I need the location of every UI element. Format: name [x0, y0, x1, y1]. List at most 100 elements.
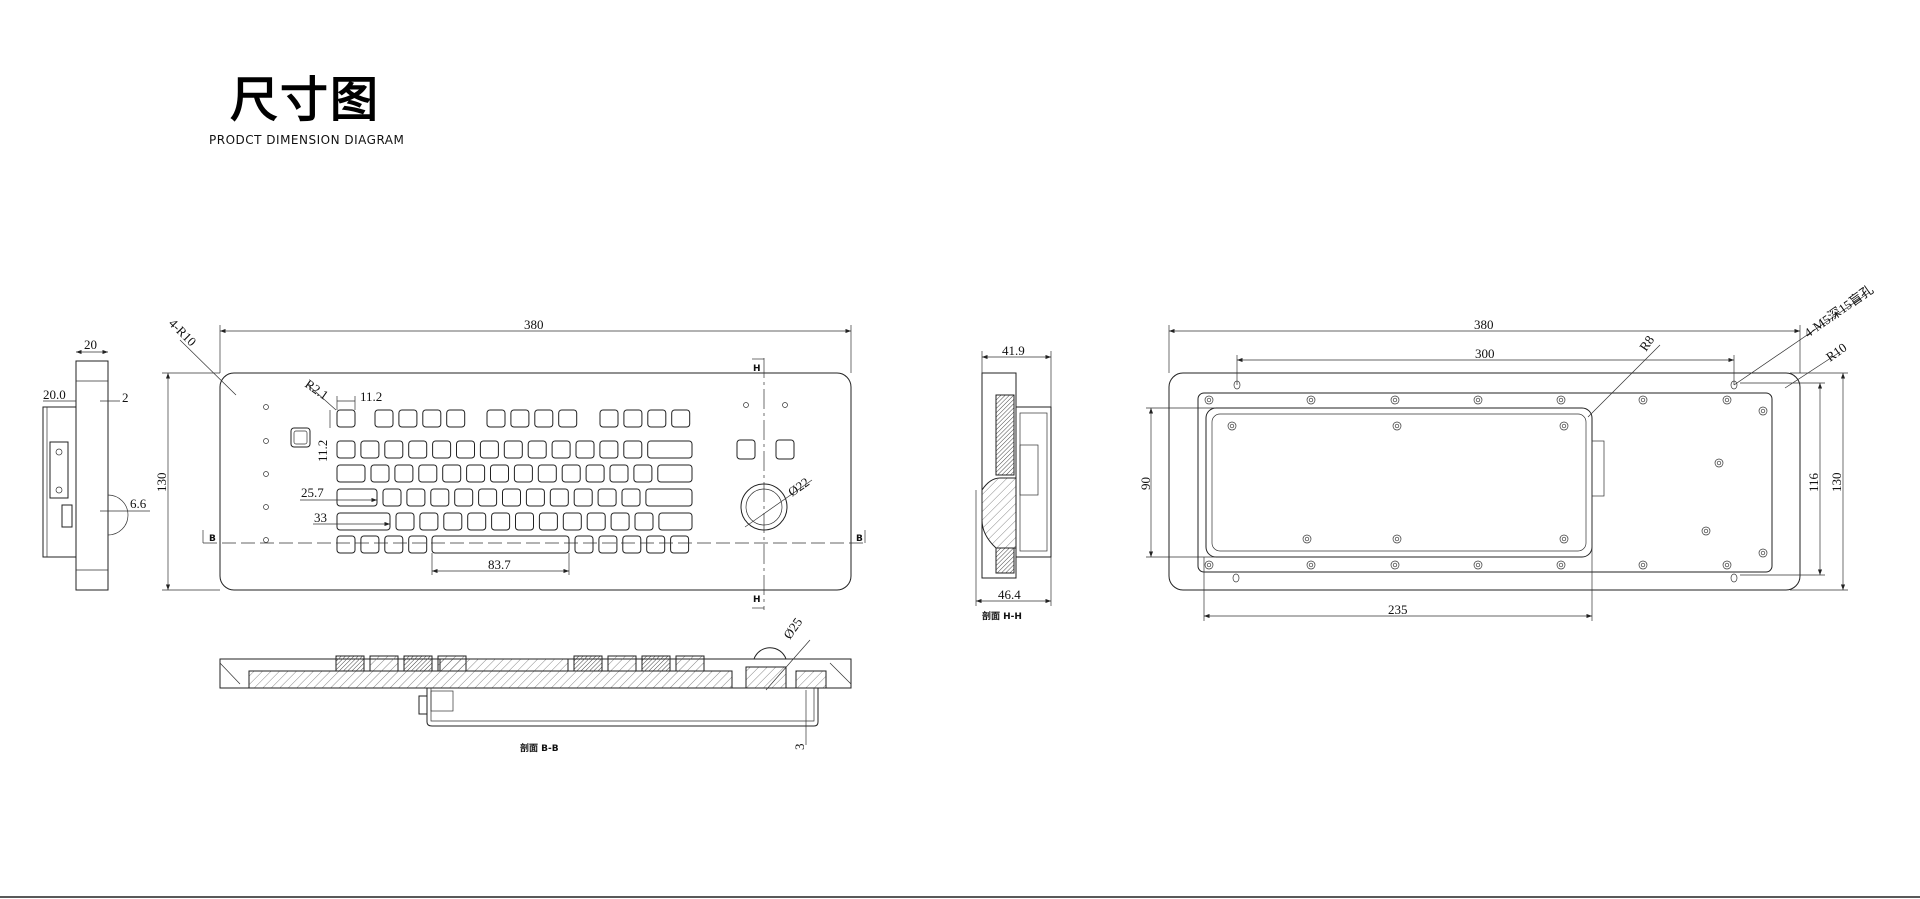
key	[671, 409, 691, 428]
key	[599, 409, 619, 428]
page-title: 尺寸图	[230, 72, 381, 128]
hole	[263, 471, 269, 477]
hh-section-label: 剖面 H-H	[982, 610, 1022, 622]
recess-width-label: 235	[1388, 602, 1408, 617]
screw	[1638, 395, 1648, 405]
key	[478, 488, 498, 507]
recess-radius-label: R8	[1636, 333, 1657, 354]
hole	[263, 504, 269, 510]
front-view: 380 130 4-R10 H H B B R2.1 11.2 11.	[154, 316, 866, 610]
side-offset-label: 2	[122, 390, 129, 405]
key	[454, 488, 474, 507]
key	[486, 409, 506, 428]
key	[670, 535, 690, 554]
section-b-marker-left: B	[209, 534, 216, 544]
section-b-b: Ø25 3 剖面 B-B	[219, 615, 852, 754]
key	[599, 440, 619, 459]
screw	[1204, 395, 1214, 405]
hole	[743, 402, 749, 408]
plate-height-label: 116	[1806, 472, 1821, 492]
key	[534, 409, 554, 428]
side-width-top-label: 20	[84, 337, 97, 352]
key	[479, 440, 499, 459]
screw	[1556, 395, 1566, 405]
screw	[1392, 421, 1402, 431]
key	[336, 440, 356, 459]
screw	[1714, 458, 1724, 468]
key	[430, 488, 450, 507]
hh-bottom-depth-label: 46.4	[998, 587, 1021, 602]
back-view: 380 300 235 90 116 130 R8 4-M5深15盲孔 R10	[1138, 282, 1876, 621]
section-b-marker-right: B	[856, 534, 863, 544]
key-height-label: 11.2	[315, 440, 330, 462]
screw	[1392, 534, 1402, 544]
side-view: 20 20.0 2 6.6	[42, 337, 150, 591]
side-width-left-label: 20.0	[43, 387, 66, 402]
shift-key-label: 25.7	[301, 485, 324, 500]
key	[515, 512, 534, 531]
page-subtitle: PRODCT DIMENSION DIAGRAM	[209, 133, 405, 147]
key	[573, 488, 593, 507]
section-h-marker-bottom: H	[753, 595, 761, 605]
screw	[1758, 548, 1768, 558]
key	[467, 512, 487, 531]
key	[502, 488, 521, 507]
section-key	[403, 655, 433, 672]
key	[574, 535, 594, 554]
key-radius-label: R2.1	[302, 376, 331, 403]
key	[418, 464, 438, 483]
screw	[1302, 534, 1312, 544]
back-width-label: 380	[1474, 317, 1494, 332]
key	[422, 409, 442, 428]
key	[419, 512, 439, 531]
key	[466, 464, 486, 483]
section-key	[641, 655, 671, 672]
key	[490, 464, 509, 483]
key	[634, 512, 654, 531]
key	[658, 512, 693, 531]
key	[646, 535, 666, 554]
key	[623, 440, 643, 459]
key	[394, 464, 414, 483]
screw	[1204, 560, 1214, 570]
key	[633, 464, 653, 483]
key	[443, 512, 463, 531]
screw	[1306, 395, 1316, 405]
hole	[782, 402, 788, 408]
key	[562, 512, 582, 531]
key	[360, 440, 380, 459]
recess-height-label: 90	[1138, 477, 1153, 490]
screw	[1722, 395, 1732, 405]
space-key-label: 83.7	[488, 557, 511, 572]
hole	[263, 537, 269, 543]
blind-hole	[1730, 573, 1738, 583]
key	[491, 512, 511, 531]
mounting-holes	[263, 402, 788, 543]
key	[382, 488, 402, 507]
key	[432, 440, 452, 459]
key	[538, 512, 558, 531]
key	[551, 440, 571, 459]
screw	[1556, 560, 1566, 570]
section-h-marker-top: H	[753, 364, 761, 374]
key	[406, 488, 426, 507]
key	[336, 535, 356, 554]
key	[621, 488, 641, 507]
key	[597, 488, 617, 507]
screw	[1390, 395, 1400, 405]
hole	[263, 404, 269, 410]
section-spacebar	[439, 658, 569, 672]
key	[431, 535, 570, 554]
front-height-label: 130	[154, 473, 169, 493]
screw	[1758, 406, 1768, 416]
key	[398, 409, 418, 428]
screw	[1559, 421, 1569, 431]
key	[561, 464, 581, 483]
holes-spec-label: 4-M5深15盲孔	[1801, 282, 1876, 341]
back-height-label: 130	[1829, 473, 1844, 493]
key	[336, 464, 366, 483]
section-key	[335, 655, 365, 672]
key	[645, 488, 693, 507]
key	[503, 440, 523, 459]
key	[374, 409, 394, 428]
